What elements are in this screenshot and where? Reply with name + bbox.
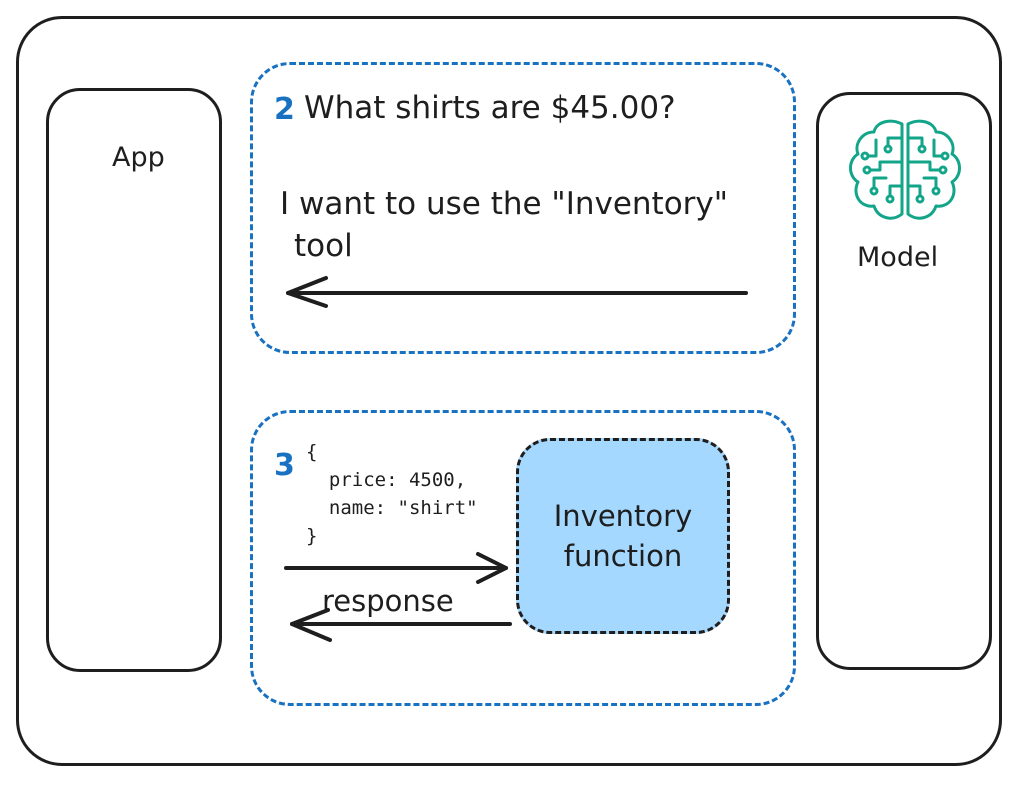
step-3-group: [250, 410, 796, 706]
model-to-app-arrow: [286, 276, 748, 308]
json-line: price: 4500,: [306, 469, 467, 491]
model-label: Model: [857, 242, 939, 273]
call-function-arrow: [284, 552, 508, 584]
step-3-number: 3: [274, 448, 295, 483]
step-2-group: [250, 62, 796, 354]
response-label: response: [322, 584, 454, 618]
step-2-number: 2: [274, 92, 295, 127]
function-label-line-2: function: [563, 539, 683, 573]
model-lane: [816, 92, 992, 670]
inventory-function-box: Inventory function: [516, 438, 730, 634]
json-line: name: "shirt": [306, 497, 478, 519]
json-line: }: [306, 525, 318, 547]
response-arrow: [290, 608, 512, 642]
function-label-line-1: Inventory: [553, 499, 693, 533]
brain-circuit-icon: [849, 119, 961, 220]
json-payload: { price: 4500, name: "shirt"}: [306, 438, 478, 550]
diagram-frame: [16, 16, 1002, 766]
json-line: {: [306, 441, 318, 463]
app-label: App: [112, 142, 165, 173]
user-question: What shirts are $45.00?: [304, 90, 676, 126]
app-lane: [46, 88, 222, 672]
model-reply-line-2: tool: [294, 228, 353, 264]
model-reply-line-1: I want to use the "Inventory": [280, 186, 729, 222]
